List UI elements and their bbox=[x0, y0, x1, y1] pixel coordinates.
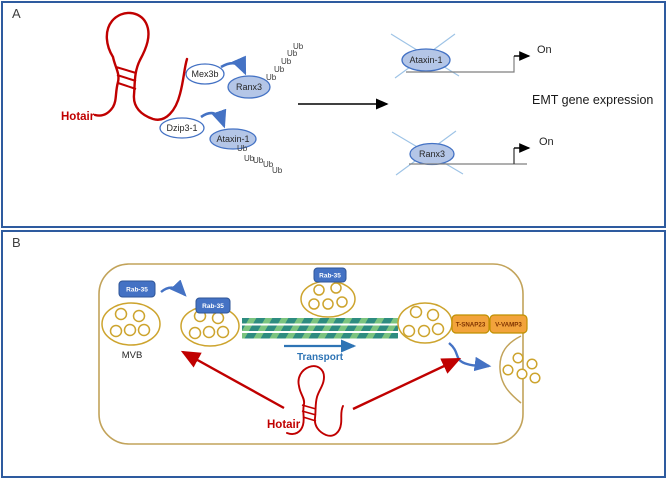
ataxin-ellipse bbox=[209, 128, 257, 150]
gene-top: Ataxin-1 On bbox=[390, 33, 552, 79]
ub-chain-bottom: Ub Ub Ub Ub Ub bbox=[237, 144, 283, 175]
gene-state-top: On bbox=[537, 44, 552, 56]
transport-label: Transport bbox=[297, 352, 344, 363]
ataxin-crossed-ellipse bbox=[401, 48, 451, 72]
v-snare-label: V-VAMP3 bbox=[495, 322, 522, 329]
ub-label: Ub bbox=[287, 49, 298, 58]
mex3b-label: Mex3b bbox=[191, 69, 218, 79]
ubiquitination-arrow-top bbox=[220, 55, 247, 76]
exosome-release-arrow bbox=[448, 342, 492, 372]
panel-a-drawing: Hotair Mex3b Ranx3 Ub Ub Ub Ub Ub Dzip3-… bbox=[61, 11, 653, 176]
mvb-label: MVB bbox=[122, 350, 143, 361]
ataxin-crossed-label: Ataxin-1 bbox=[409, 55, 442, 65]
hotair-label-b: Hotair bbox=[267, 419, 301, 431]
t-snare-label: T-SNAP23 bbox=[456, 322, 486, 329]
ranx3-crossed-label: Ranx3 bbox=[419, 149, 445, 159]
hotair-to-fusion-arrow bbox=[352, 357, 462, 411]
hotair-stem-rungs-b bbox=[301, 404, 317, 422]
cell-membrane bbox=[98, 263, 524, 445]
panel-a: A Hotair Mex3b Ranx3 Ub Ub Ub Ub Ub bbox=[1, 1, 666, 228]
panel-b-label: B bbox=[12, 235, 21, 250]
v-snare-box: V-VAMP3 bbox=[489, 314, 528, 334]
rab-recruitment-arrow bbox=[160, 279, 187, 297]
hotair-label-a: Hotair bbox=[61, 111, 95, 123]
ub-label: Ub bbox=[293, 42, 304, 51]
rab35-label: Rab-35 bbox=[202, 303, 224, 310]
t-snare-box: T-SNAP23 bbox=[451, 314, 490, 334]
ub-label: Ub bbox=[237, 144, 248, 153]
panel-b-drawing: MVB Rab-35 Rab-35 Ra bbox=[98, 263, 541, 445]
rab35-badge-mvb3: Rab-35 bbox=[313, 267, 347, 283]
gene-state-bottom: On bbox=[539, 136, 554, 148]
released-exosomes bbox=[502, 352, 541, 384]
ub-chain-top: Ub Ub Ub Ub Ub bbox=[266, 42, 304, 82]
ub-label: Ub bbox=[244, 154, 255, 163]
hotair-rna-structure bbox=[93, 11, 189, 121]
rab35-badge-mvb2: Rab-35 bbox=[195, 297, 231, 314]
ranx3-ellipse bbox=[227, 75, 271, 99]
mvb-1 bbox=[101, 302, 161, 346]
emt-result-label: EMT gene expression bbox=[532, 93, 653, 107]
ranx3-label: Ranx3 bbox=[236, 82, 262, 92]
membrane-fusion-pocket bbox=[499, 335, 522, 404]
rab35-label: Rab-35 bbox=[319, 273, 341, 280]
ub-label: Ub bbox=[263, 160, 274, 169]
ataxin-label: Ataxin-1 bbox=[216, 134, 249, 144]
mvb-4 bbox=[397, 302, 453, 344]
mvb-3 bbox=[300, 280, 356, 318]
dzip3-label: Dzip3-1 bbox=[166, 123, 197, 133]
dzip3-ellipse bbox=[159, 117, 205, 139]
hotair-to-mvb-arrow bbox=[180, 350, 285, 410]
ub-label: Ub bbox=[281, 57, 292, 66]
rab35-badge-free: Rab-35 bbox=[118, 280, 156, 298]
panel-b: B MVB Rab-35 bbox=[1, 230, 666, 478]
ub-label: Ub bbox=[253, 156, 264, 165]
panel-a-label: A bbox=[12, 6, 21, 21]
microtubules bbox=[242, 318, 398, 339]
gene-bottom: Ranx3 On bbox=[391, 130, 554, 176]
rab35-label: Rab-35 bbox=[126, 287, 148, 294]
ubiquitination-arrow-bottom bbox=[200, 108, 227, 129]
ub-label: Ub bbox=[266, 73, 277, 82]
ub-label: Ub bbox=[272, 166, 283, 175]
hotair-stem-rungs bbox=[115, 66, 137, 90]
promoter-line-top bbox=[406, 56, 515, 73]
ub-label: Ub bbox=[274, 65, 285, 74]
mex3b-ellipse bbox=[185, 63, 225, 85]
